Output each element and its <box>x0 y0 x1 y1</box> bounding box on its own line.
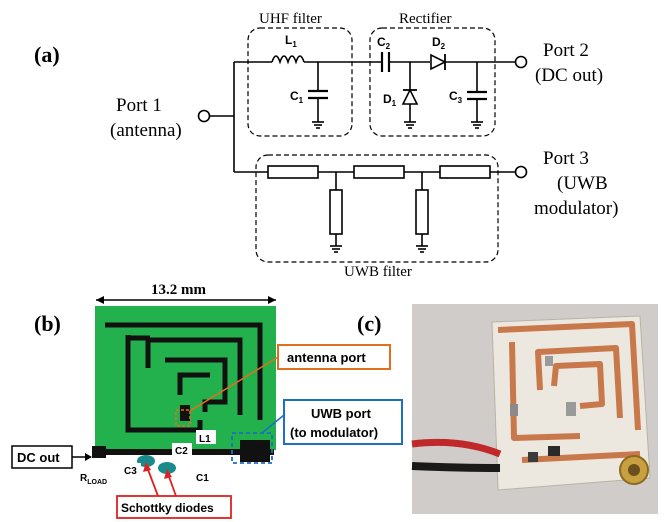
pcb-c1-label: C1 <box>196 473 209 484</box>
schottky-arrow-1 <box>143 462 151 472</box>
panel-a-label: (a) <box>34 42 60 67</box>
c1-ground-icon <box>312 121 324 129</box>
uwb-series-line-1 <box>267 165 319 179</box>
port3-terminal <box>514 165 528 179</box>
d1-ground-icon <box>404 121 416 129</box>
pcb-dc-pad <box>92 446 106 458</box>
inductor-l1-symbol <box>271 55 305 65</box>
stub2-ground-icon <box>416 245 428 253</box>
port2-terminal <box>514 55 528 69</box>
pcb-c1-box <box>193 470 213 484</box>
c2-label: C2 <box>377 35 391 51</box>
port3-label: Port 3 <box>543 148 589 169</box>
uhf-filter-label: UHF filter <box>259 11 322 27</box>
uwb-stub-2 <box>415 189 429 235</box>
uwb-port-callout <box>283 399 403 445</box>
pcb-pad-l1 <box>180 405 190 421</box>
d2-diode-symbol <box>430 53 447 71</box>
uwb-series-line-2 <box>353 165 405 179</box>
schottky-callout <box>116 495 232 519</box>
uhf-filter-box <box>247 27 353 137</box>
port2-sublabel: (DC out) <box>535 65 603 86</box>
c3-label: C3 <box>449 89 463 105</box>
schottky-diode-1 <box>137 455 155 467</box>
uwb-filter-box <box>255 154 499 263</box>
d1-diode-symbol <box>401 88 419 105</box>
pcb-c3-label: C3 <box>124 466 137 477</box>
pcb-l1-label: L1 <box>199 434 211 445</box>
pcb-c2-box <box>172 443 192 457</box>
port1-label: Port 1 <box>116 95 162 116</box>
port1-sublabel: (antenna) <box>110 120 182 141</box>
d2-label: D2 <box>432 35 446 51</box>
prototype-photo <box>411 304 658 514</box>
antenna-port-label: antenna port <box>287 350 366 365</box>
antenna-port-callout <box>277 344 391 370</box>
rload-label: RLOAD <box>80 473 107 486</box>
c3-ground-icon <box>471 121 483 129</box>
pcb-board <box>95 306 276 450</box>
pcb-c2-label: C2 <box>175 446 188 457</box>
uwb-filter-label: UWB filter <box>344 264 412 280</box>
d1-label: D1 <box>383 92 397 108</box>
rectifier-box <box>369 27 496 137</box>
dc-out-arrow-head <box>85 453 92 461</box>
uwb-port-leader <box>261 414 285 434</box>
rectifier-label: Rectifier <box>399 11 451 27</box>
schottky-arrow-2 <box>164 469 172 479</box>
pcb-c3-box <box>121 463 141 477</box>
uwb-port-label-2: (to modulator) <box>290 425 378 440</box>
antenna-port-marker <box>175 409 191 427</box>
panel-b-label: (b) <box>34 311 61 336</box>
port1-terminal <box>197 109 211 123</box>
uwb-port-label-1: UWB port <box>311 406 372 421</box>
port3-sublabel-2: modulator) <box>534 198 618 219</box>
port2-label: Port 2 <box>543 40 589 61</box>
dc-out-label: DC out <box>17 450 60 465</box>
dimension-arrow-right <box>268 296 276 304</box>
schottky-label: Schottky diodes <box>121 501 214 515</box>
schottky-diode-2 <box>158 462 176 474</box>
uwb-stub-1 <box>329 189 343 235</box>
port3-sublabel-1: (UWB <box>557 173 608 194</box>
c1-label: C1 <box>290 89 304 105</box>
pcb-l1-box <box>196 430 216 444</box>
l1-label: L1 <box>285 33 297 49</box>
antenna-port-leader <box>189 356 279 412</box>
dimension-label: 13.2 mm <box>151 282 206 298</box>
dimension-arrow-left <box>96 296 104 304</box>
panel-c-label: (c) <box>357 311 381 336</box>
uwb-series-line-3 <box>439 165 491 179</box>
schottky-leader-1 <box>146 466 159 497</box>
stub1-ground-icon <box>330 245 342 253</box>
pcb-antenna-traces <box>105 322 263 433</box>
